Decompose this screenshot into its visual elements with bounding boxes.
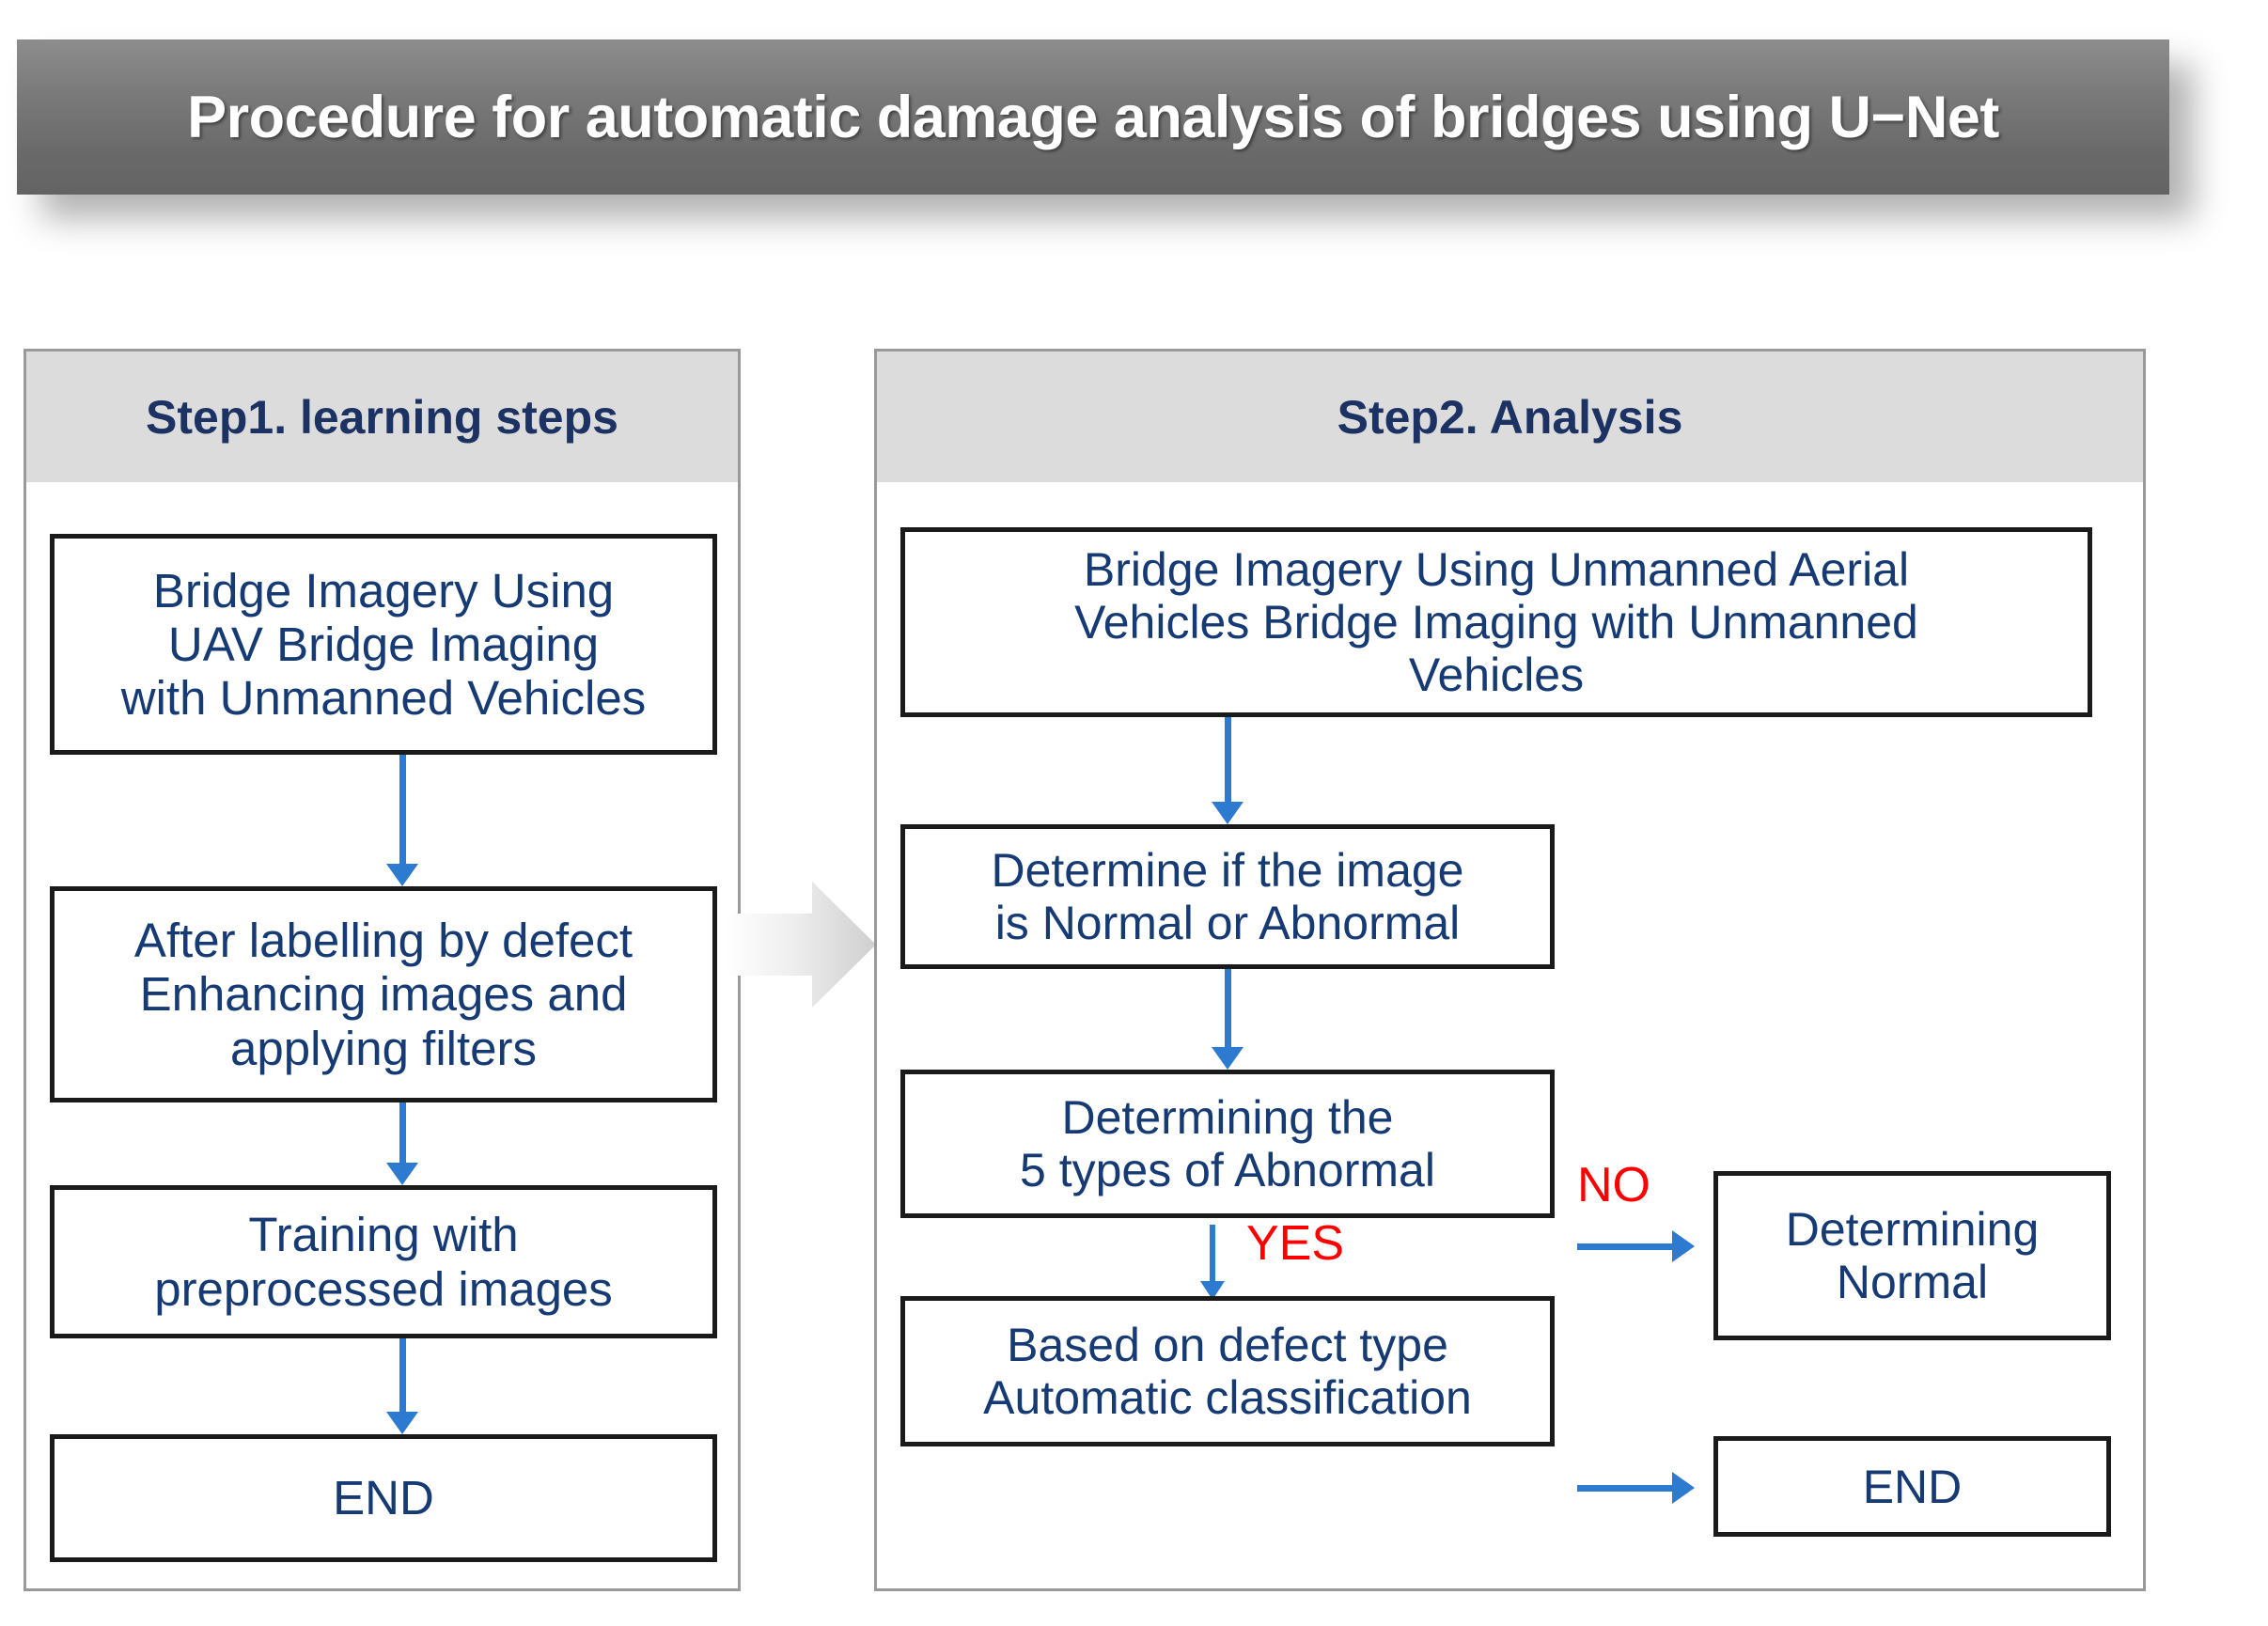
arrow-shaft <box>1224 717 1231 804</box>
node-determine-normal-or-abnormal-label: Determine if the image is Normal or Abno… <box>991 844 1464 949</box>
panel-step1: Step1. learning steps Bridge Imagery Usi… <box>23 349 741 1591</box>
node-determining-5-types-abnormal: Determining the 5 types of Abnormal <box>900 1070 1555 1218</box>
panel-step1-body: Bridge Imagery Using UAV Bridge Imaging … <box>26 482 738 1588</box>
arrow-shaft <box>1224 969 1231 1049</box>
arrow-head <box>386 1163 418 1185</box>
arrow-shaft <box>1577 1243 1674 1250</box>
node-determine-normal-or-abnormal: Determine if the image is Normal or Abno… <box>900 824 1555 969</box>
panel-step2-body: Bridge Imagery Using Unmanned Aerial Veh… <box>877 482 2143 1588</box>
node-determining-5-types-abnormal-label: Determining the 5 types of Abnormal <box>1020 1091 1435 1196</box>
node-determining-normal: Determining Normal <box>1713 1171 2111 1340</box>
arrow-right-icon-to-end <box>1577 1469 1695 1507</box>
page-title: Procedure for automatic damage analysis … <box>187 84 1999 150</box>
node-labelling-enhancing-filters-label: After labelling by defect Enhancing imag… <box>133 914 633 1075</box>
arrow-shaft <box>1210 1225 1215 1283</box>
branch-label-no: NO <box>1577 1158 1650 1212</box>
node-training-preprocessed-label: Training with preprocessed images <box>154 1208 613 1316</box>
arrow-right-icon-no-branch <box>1577 1227 1695 1265</box>
node-training-preprocessed: Training with preprocessed images <box>50 1185 717 1338</box>
node-end-step2: END <box>1713 1436 2111 1537</box>
diagram-title-banner: Procedure for automatic damage analysis … <box>17 39 2169 195</box>
panel-step2: Step2. Analysis Bridge Imagery Using Unm… <box>874 349 2146 1591</box>
arrow-head <box>1200 1281 1225 1300</box>
node-automatic-classification: Based on defect type Automatic classific… <box>900 1296 1555 1446</box>
node-determining-normal-label: Determining Normal <box>1785 1203 2040 1308</box>
arrow-down-icon-l3 <box>383 1338 421 1434</box>
branch-label-yes: YES <box>1246 1216 1345 1271</box>
panel-step2-header: Step2. Analysis <box>877 352 2143 482</box>
arrow-head <box>1672 1230 1695 1262</box>
arrow-head <box>1212 802 1243 824</box>
block-arrow-shape <box>726 882 876 1008</box>
node-labelling-enhancing-filters: After labelling by defect Enhancing imag… <box>50 886 717 1102</box>
arrow-down-icon-l2 <box>383 1102 421 1185</box>
node-automatic-classification-label: Based on defect type Automatic classific… <box>983 1319 1472 1424</box>
node-end-step2-label: END <box>1862 1460 1963 1513</box>
arrow-down-icon-r2 <box>1209 969 1246 1070</box>
arrow-head <box>1672 1472 1695 1504</box>
node-bridge-imagery-uav-label: Bridge Imagery Using UAV Bridge Imaging … <box>120 563 647 726</box>
right-block-arrow-svg <box>726 882 876 1008</box>
arrow-shaft <box>399 1338 406 1414</box>
panel-step2-title: Step2. Analysis <box>1337 390 1683 444</box>
node-bridge-imagery-unmanned-aerial: Bridge Imagery Using Unmanned Aerial Veh… <box>900 527 2092 717</box>
arrow-head <box>1212 1047 1243 1070</box>
node-bridge-imagery-uav: Bridge Imagery Using UAV Bridge Imaging … <box>50 534 717 755</box>
arrow-down-icon-r1 <box>1209 717 1246 824</box>
panel-step1-title: Step1. learning steps <box>146 390 618 444</box>
arrow-shaft <box>1577 1484 1674 1492</box>
right-block-arrow-icon <box>726 874 876 1015</box>
arrow-shaft <box>399 755 406 866</box>
arrow-down-icon-yes-branch <box>1198 1225 1227 1300</box>
arrow-down-icon-l1 <box>383 755 421 886</box>
panel-step1-header: Step1. learning steps <box>26 352 738 482</box>
arrow-shaft <box>399 1102 406 1165</box>
node-end-step1-label: END <box>333 1471 434 1525</box>
node-bridge-imagery-unmanned-aerial-label: Bridge Imagery Using Unmanned Aerial Veh… <box>1074 543 1918 701</box>
arrow-head <box>386 864 418 886</box>
arrow-head <box>386 1412 418 1434</box>
node-end-step1: END <box>50 1434 717 1562</box>
